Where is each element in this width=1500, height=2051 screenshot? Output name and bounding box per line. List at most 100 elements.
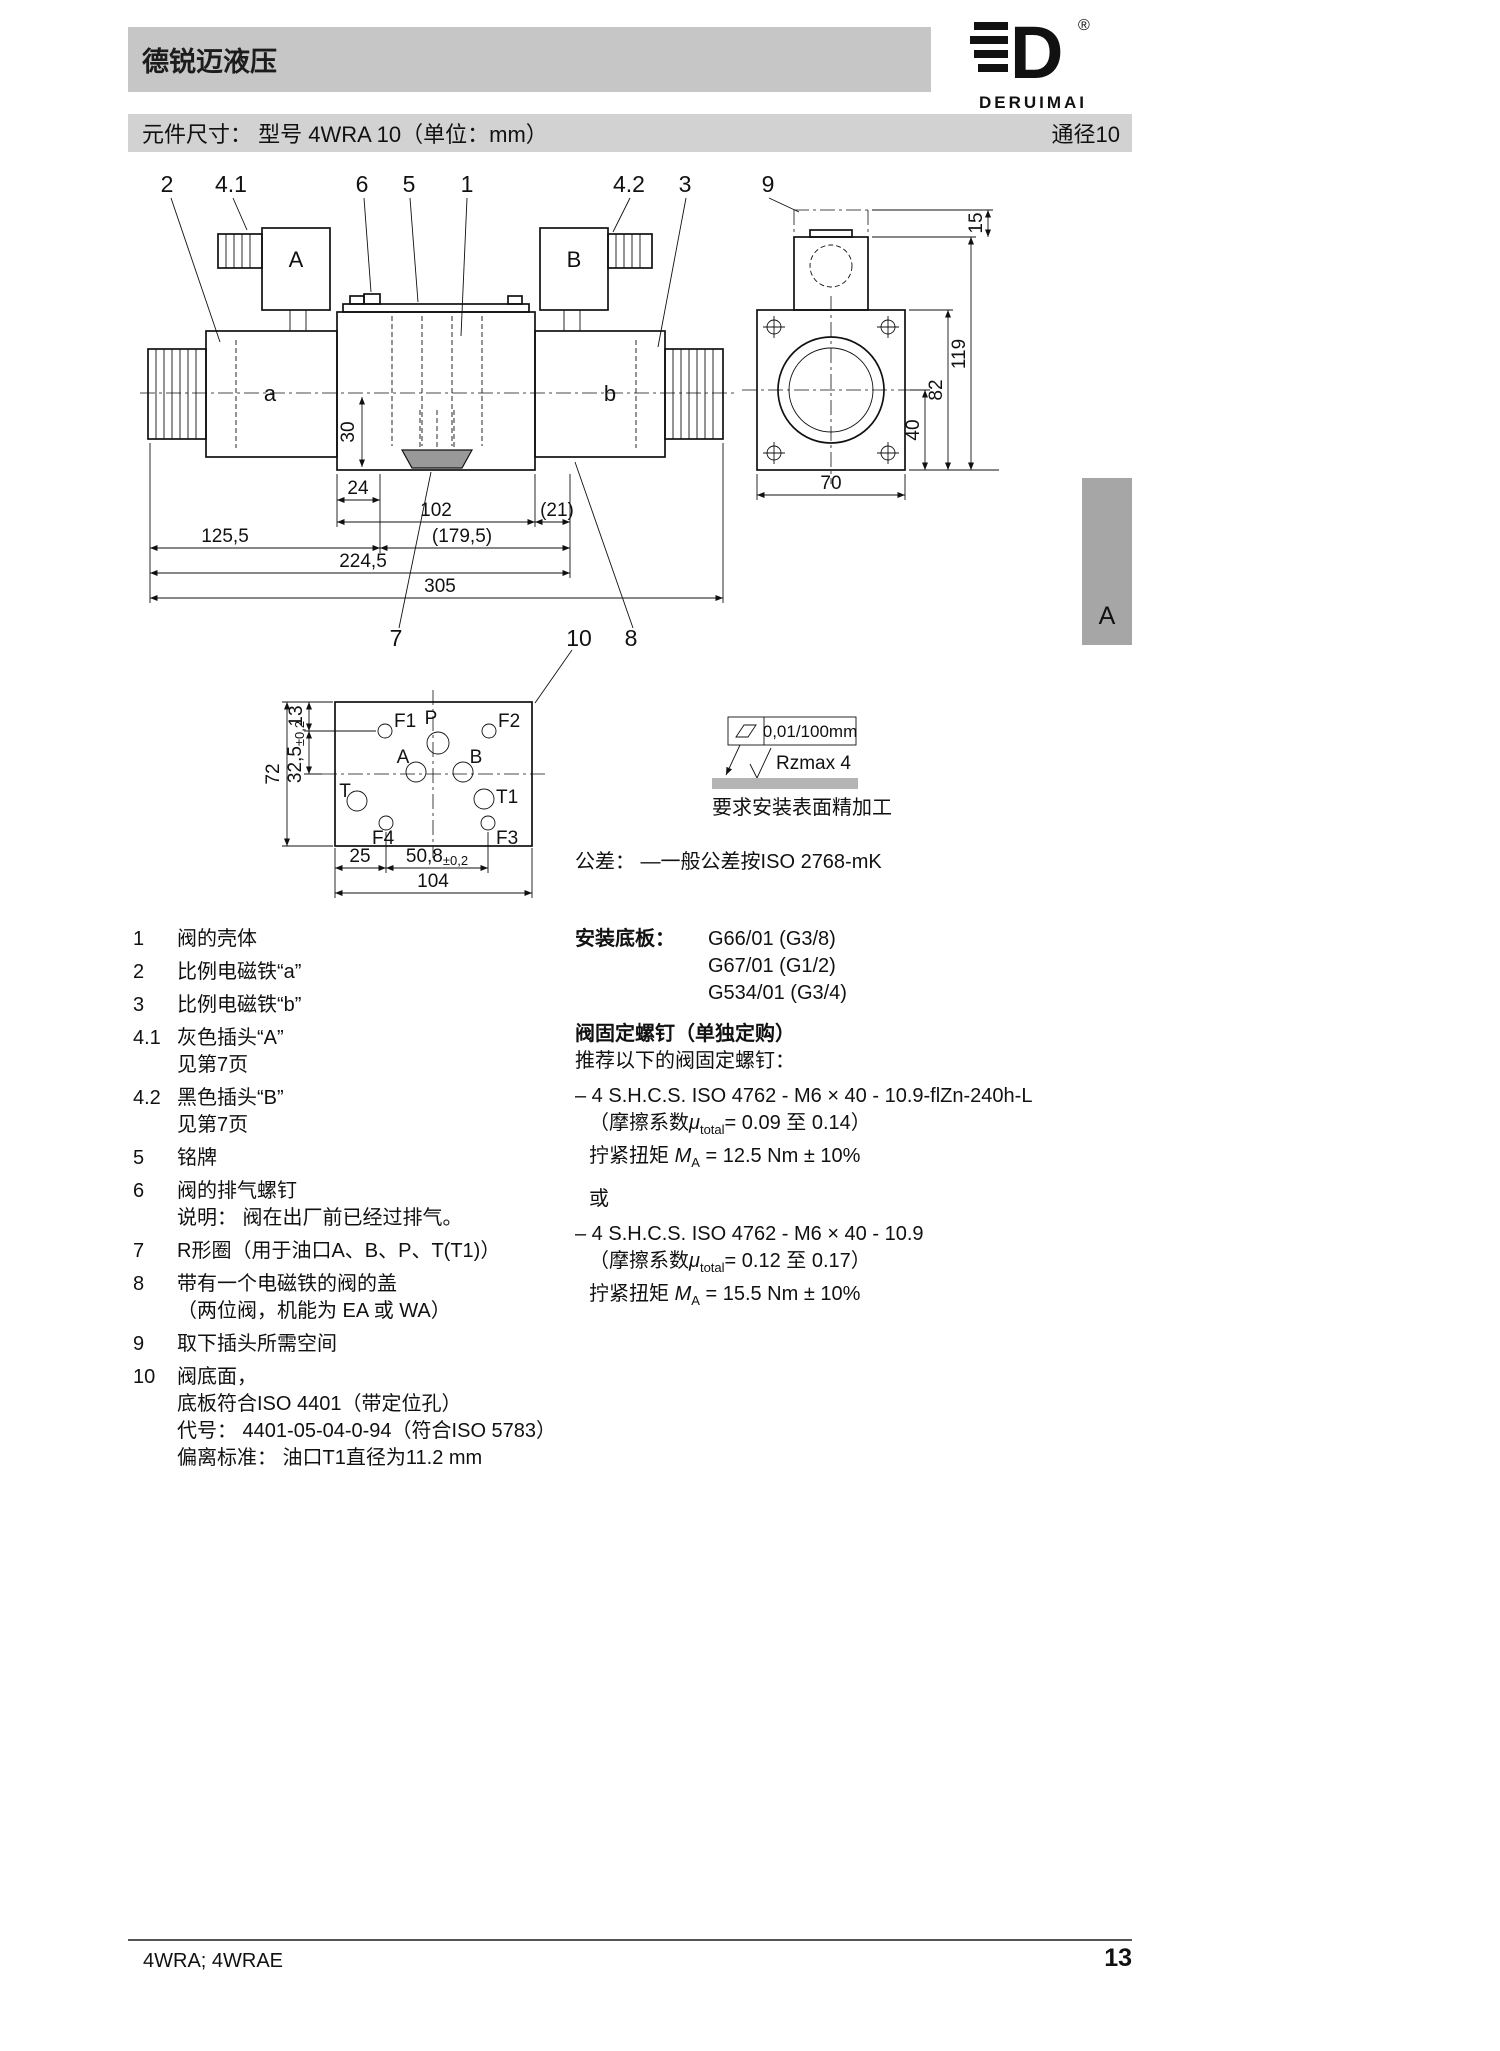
dim-70: 70 (820, 473, 841, 494)
dim-15: 15 (966, 212, 987, 233)
part-text: 说明： 阀在出厂前已经过排气。 (177, 1207, 463, 1229)
dim-21: (21) (540, 500, 574, 521)
plug-b-assembly (539, 227, 653, 332)
part-text: 灰色插头“A” (177, 1027, 284, 1049)
part-text: 阀的壳体 (177, 928, 257, 950)
bolt-friction: （摩擦系数μtotal= 0.12 至 0.17） (589, 1250, 871, 1275)
port-t1-label: T1 (496, 787, 518, 808)
dimension-drawing: A B a b 2 4.1 6 5 1 4.2 3 9 (140, 171, 999, 898)
bolt-option: – 4 S.H.C.S. ISO 4762 - M6 × 40 - 10.9 （… (575, 1221, 1120, 1314)
part-number: 3 (133, 994, 145, 1016)
part-text: 阀底面， (177, 1366, 257, 1388)
plug-removal-space (793, 209, 869, 235)
fixing-bolts-intro: 推荐以下的阀固定螺钉： (575, 1050, 795, 1072)
solenoid-a-letter: a (264, 381, 277, 406)
parts-list-item: 8 带有一个电磁铁的阀的盖 （两位阀，机能为 EA 或 WA） (133, 1271, 573, 1325)
surface-finish-note: 要求安装表面精加工 (712, 796, 892, 819)
logo-stripes (970, 22, 1008, 72)
parts-list-item: 6 阀的排气螺钉 说明： 阀在出厂前已经过排气。 (133, 1178, 573, 1232)
dim-119: 119 (949, 339, 970, 369)
plug-a-letter: A (289, 247, 304, 272)
port-p-label: P (425, 708, 438, 729)
port-f3-label: F3 (496, 828, 518, 849)
part-text: 偏离标准： 油口T1直径为11.2 mm (177, 1447, 483, 1469)
callout-3: 3 (679, 171, 692, 197)
footer-divider (128, 1939, 1132, 1941)
part-text: 取下插头所需空间 (177, 1333, 337, 1355)
dim-224-5: 224,5 (339, 551, 387, 572)
or-label: 或 (589, 1188, 609, 1210)
parts-list-item: 5 铭牌 (133, 1145, 573, 1172)
bolt-torque: 拧紧扭矩 MA = 15.5 Nm ± 10% (589, 1283, 861, 1308)
bolt-friction: （摩擦系数μtotal= 0.09 至 0.14） (589, 1112, 871, 1137)
knurl-right-lines (672, 349, 714, 439)
surface-strip (712, 778, 858, 789)
brand-name: DERUIMAI (978, 93, 1088, 112)
part-text: 见第7页 (177, 1114, 249, 1136)
front-view: A B a b (140, 227, 737, 471)
callout-9: 9 (762, 171, 775, 197)
section-title-bar: 元件尺寸： 型号 4WRA 10（单位：mm） 通径10 (128, 114, 1132, 152)
knurled-cap-left (147, 348, 207, 440)
spool-bores (391, 316, 483, 446)
port-f1-label: F1 (394, 711, 416, 732)
ports (346, 723, 497, 831)
part-text: 带有一个电磁铁的阀的盖 (177, 1273, 397, 1295)
bleed-screw (363, 293, 381, 305)
valve-housing (336, 311, 536, 471)
part-number: 4.2 (133, 1087, 161, 1109)
part-number: 8 (133, 1273, 145, 1295)
port-b-label: B (470, 747, 483, 768)
mounting-plate-label: 安装底板： (575, 928, 675, 950)
dim-13: 13 (286, 705, 307, 726)
dim-72: 72 (263, 763, 284, 784)
part-text: 比例电磁铁“a” (177, 961, 302, 983)
page-number: 13 (1104, 1944, 1132, 1972)
dim-125-5: 125,5 (201, 526, 249, 547)
deruimai-logo-icon: D ® (970, 11, 1090, 94)
port-face-plate (334, 701, 533, 847)
port-a-label: A (397, 747, 410, 768)
part-number: 10 (133, 1366, 156, 1388)
tolerance-note: 公差： —一般公差按ISO 2768-mK (575, 851, 882, 873)
callout-4-1: 4.1 (215, 171, 247, 197)
parts-list-item: 4.2 黑色插头“B” 见第7页 (133, 1085, 573, 1139)
callout-7: 7 (390, 625, 403, 651)
footer-model-label: 4WRA; 4WRAE (143, 1950, 284, 1972)
dim-305: 305 (424, 576, 456, 597)
dim-50-8: 50,8±0,2 (406, 846, 468, 868)
part-text: R形圈（用于油口A、B、P、T(T1)） (177, 1240, 501, 1262)
roughness-symbol-icon (749, 747, 772, 779)
part-text: 阀的排气螺钉 (177, 1180, 297, 1202)
parts-list-item: 4.1 灰色插头“A” 见第7页 (133, 1025, 573, 1079)
mounting-plate-option: G66/01 (G3/8) (708, 928, 836, 950)
flatness-tolerance: 0,01/100mm (763, 722, 858, 741)
callout-2: 2 (161, 171, 174, 197)
dim-102: 102 (420, 500, 452, 521)
dim-24: 24 (347, 478, 369, 499)
header-bar: 德锐迈液压 (128, 27, 931, 92)
part-text: 黑色插头“B” (177, 1087, 284, 1109)
callout-6: 6 (356, 171, 369, 197)
parts-list: 1 阀的壳体 2 比例电磁铁“a” 3 比例电磁铁“b” 4.1 灰色插头“A”… (133, 926, 573, 1478)
callout-10: 10 (566, 625, 592, 651)
mounting-plate-options: G66/01 (G3/8) G67/01 (G1/2) G534/01 (G3/… (708, 926, 847, 1007)
port-f4-label: F4 (372, 828, 395, 849)
parts-list-item: 3 比例电磁铁“b” (133, 992, 573, 1019)
callout-4-2: 4.2 (613, 171, 645, 197)
nominal-size-label: 通径10 (1051, 122, 1120, 147)
parts-list-item: 9 取下插头所需空间 (133, 1331, 573, 1358)
mounting-plate-option: G67/01 (G1/2) (708, 955, 836, 977)
part-number: 1 (133, 928, 145, 950)
dim-25: 25 (349, 846, 370, 867)
dim-104: 104 (417, 871, 449, 892)
bolt-option: – 4 S.H.C.S. ISO 4762 - M6 × 40 - 10.9-f… (575, 1083, 1120, 1176)
part-text: 代号： 4401-05-04-0-94（符合ISO 5783） (177, 1420, 557, 1442)
company-name: 德锐迈液压 (142, 47, 277, 77)
roughness-value: Rzmax 4 (776, 753, 851, 774)
parts-list-item: 7 R形圈（用于油口A、B、P、T(T1)） (133, 1238, 573, 1265)
side-index-tab: A (1082, 478, 1132, 645)
callout-1: 1 (461, 171, 474, 197)
port-f2-label: F2 (498, 711, 520, 732)
